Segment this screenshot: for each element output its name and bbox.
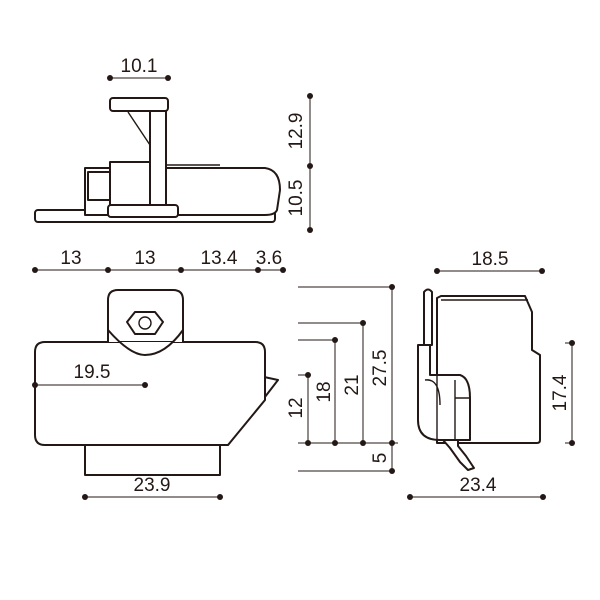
dim-label: 12.9 (286, 113, 307, 150)
dim-label: 23.4 (460, 475, 497, 496)
dim-front-segments: 13 13 13.4 3.6 (32, 248, 286, 273)
dim-front-inner: 19.5 (32, 362, 148, 388)
dim-side-right: 17.4 (550, 340, 575, 446)
dim-label: 5 (370, 453, 391, 464)
dim-label: 17.4 (550, 374, 571, 411)
side-view (417, 288, 541, 471)
dim-label: 10.1 (121, 56, 158, 77)
dim-top-heights: 12.9 10.5 (286, 93, 313, 233)
dim-side-heights: 12 18 21 27.5 5 (286, 284, 398, 474)
dim-front-bottom: 23.9 (82, 475, 223, 500)
dim-label: 13 (60, 248, 81, 269)
dim-side-top: 18.5 (434, 249, 545, 274)
front-view (34, 289, 279, 476)
dim-label: 18 (314, 381, 335, 402)
dim-label: 23.9 (134, 475, 171, 496)
dim-label: 13.4 (201, 248, 238, 269)
dim-label: 18.5 (472, 249, 509, 270)
top-view (34, 97, 281, 223)
dim-label: 3.6 (256, 248, 282, 269)
nut-icon (126, 311, 164, 335)
dim-top-width: 10.1 (107, 56, 171, 81)
dim-label: 12 (286, 397, 307, 418)
dim-side-bottom: 23.4 (407, 475, 546, 500)
dim-label: 13 (134, 248, 155, 269)
dim-label: 27.5 (370, 350, 391, 387)
dim-label: 19.5 (74, 362, 111, 383)
dim-label: 21 (342, 374, 363, 395)
dim-label: 10.5 (286, 180, 307, 217)
